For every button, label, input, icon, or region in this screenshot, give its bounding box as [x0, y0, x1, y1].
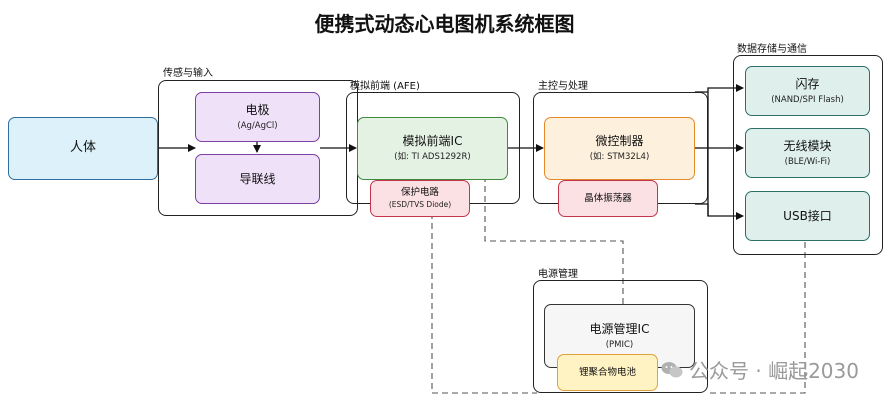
node-protection-circuit: 保护电路 (ESD/TVS Diode): [370, 180, 470, 217]
node-battery-label: 锂聚合物电池: [578, 366, 636, 378]
power-group-label: 电源管理: [538, 269, 578, 280]
power-line-storage: [707, 242, 806, 394]
node-afe-ic: 模拟前端IC (如: TI ADS1292R): [357, 117, 508, 180]
node-crystal-oscillator-label: 晶体振荡器: [584, 192, 632, 204]
node-usb-label: USB接口: [783, 208, 832, 223]
wechat-icon: [661, 361, 683, 377]
node-lead-wire-label: 导联线: [239, 171, 276, 186]
power-line-afe: [431, 183, 537, 394]
node-crystal-oscillator: 晶体振荡器: [558, 180, 658, 217]
node-protection-circuit-label: 保护电路: [400, 187, 439, 199]
node-mcu-sub: (如: STM32L4): [589, 152, 650, 163]
node-human-body: 人体: [8, 117, 158, 180]
node-electrode-label: 电极: [245, 102, 270, 117]
node-mcu-label: 微控制器: [595, 134, 644, 149]
node-battery: 锂聚合物电池: [557, 354, 658, 391]
node-wireless-sub: (BLE/Wi-Fi): [784, 156, 831, 167]
afe-group-label: 模拟前端 (AFE): [350, 81, 420, 92]
node-wireless: 无线模块 (BLE/Wi-Fi): [745, 128, 870, 178]
sensing-group-label: 传感与输入: [163, 68, 213, 79]
storage-group: [733, 55, 883, 255]
node-electrode: 电极 (Ag/AgCl): [195, 92, 320, 142]
watermark: 公众号 · 崛起2030: [661, 355, 859, 384]
node-pmic-sub: (PMIC): [605, 339, 634, 350]
node-flash-label: 闪存: [795, 76, 820, 91]
diagram-title: 便携式动态心电图机系统框图: [314, 12, 575, 36]
node-usb: USB接口: [745, 191, 870, 241]
node-electrode-sub: (Ag/AgCl): [237, 120, 278, 131]
main-group-label: 主控与处理: [538, 81, 588, 92]
node-flash: 闪存 (NAND/SPI Flash): [745, 66, 870, 116]
node-mcu: 微控制器 (如: STM32L4): [544, 117, 695, 180]
node-afe-ic-label: 模拟前端IC: [402, 134, 463, 149]
node-lead-wire: 导联线: [195, 154, 320, 204]
node-human-body-label: 人体: [69, 140, 96, 156]
power-group: [533, 280, 708, 393]
storage-group-label: 数据存储与通信: [737, 44, 807, 55]
node-afe-ic-sub: (如: TI ADS1292R): [394, 152, 471, 163]
power-line-afe2: [484, 176, 624, 305]
node-protection-circuit-sub: (ESD/TVS Diode): [388, 200, 452, 210]
node-flash-sub: (NAND/SPI Flash): [771, 94, 844, 105]
node-wireless-label: 无线模块: [783, 138, 832, 153]
watermark-text: 公众号 · 崛起2030: [689, 359, 859, 383]
node-pmic-label: 电源管理IC: [589, 321, 650, 336]
